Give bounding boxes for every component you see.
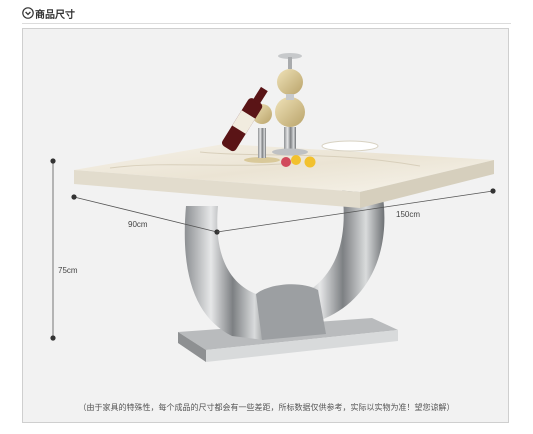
marble-tabletop xyxy=(74,144,494,208)
length-dimension-label: 150cm xyxy=(396,210,421,219)
height-dimension-label: 75cm xyxy=(58,266,78,275)
table-center-support xyxy=(256,284,326,340)
header-divider xyxy=(22,23,511,24)
chevron-down-icon xyxy=(22,7,34,19)
width-dimension-label: 90cm xyxy=(128,220,148,229)
section-title: 商品尺寸 xyxy=(35,10,75,21)
height-dimension-line xyxy=(50,158,56,341)
table-leg-left xyxy=(184,206,272,340)
section-header: 商品尺寸 xyxy=(0,0,533,26)
table-decoration xyxy=(222,53,379,168)
size-disclaimer-note: （由于家具的特殊性，每个成品的尺寸都会有一些差距，所标数据仅供参考，实际以实物为… xyxy=(78,403,455,412)
width-dimension-line xyxy=(71,194,220,235)
length-dimension-line xyxy=(216,188,496,233)
